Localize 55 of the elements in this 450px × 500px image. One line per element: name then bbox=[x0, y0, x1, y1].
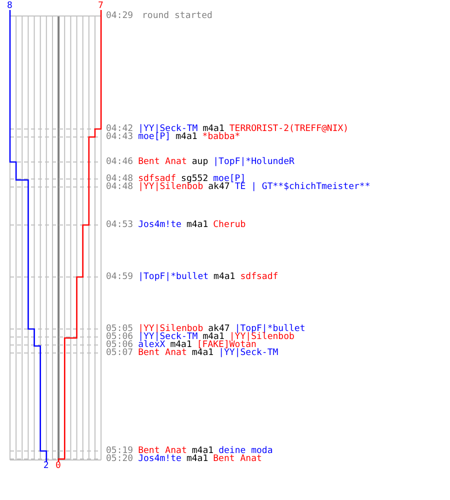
count-label: 7 bbox=[98, 2, 104, 10]
player-name: Jos4m!te bbox=[138, 454, 182, 464]
timestamp: 04:48 bbox=[106, 182, 134, 192]
weapon-name: m4a1 bbox=[192, 348, 214, 358]
weapon-name: m4a1 bbox=[202, 332, 224, 342]
weapon-name: m4a1 bbox=[192, 446, 214, 456]
timestamp: 05:06 bbox=[106, 332, 134, 342]
weapon-name: m4a1 bbox=[176, 132, 198, 142]
player-name: Jos4m!te bbox=[138, 220, 182, 230]
count-label: 8 bbox=[7, 2, 12, 10]
weapon-name: sg552 bbox=[181, 174, 208, 184]
timestamp: 05:05 bbox=[106, 324, 134, 334]
player-name: [FAKE]Wotan bbox=[196, 340, 256, 350]
timestamp: 04:46 bbox=[106, 157, 134, 167]
player-name: deine moda bbox=[218, 446, 273, 456]
player-name: |YY|Seck-TM bbox=[218, 348, 278, 358]
player-name: TE | GT**$chichTmeister** bbox=[234, 182, 370, 192]
weapon-name: ak47 bbox=[208, 182, 230, 192]
timestamp: 04:43 bbox=[106, 132, 134, 142]
player-name: |TopF|*bullet bbox=[234, 324, 306, 334]
timestamp: 05:07 bbox=[106, 348, 134, 358]
timestamp: 05:19 bbox=[106, 446, 134, 456]
weapon-name: m4a1 bbox=[186, 220, 208, 230]
timestamp: 04:48 bbox=[106, 174, 134, 184]
weapon-name: m4a1 bbox=[170, 340, 192, 350]
player-name: |YY|Seck-TM bbox=[138, 332, 198, 342]
player-name: Bent Anat bbox=[138, 157, 187, 167]
player-name: |YY|Silenbob bbox=[138, 182, 204, 192]
player-name: sdfsadf bbox=[240, 272, 278, 282]
timestamp: 04:29 bbox=[106, 12, 134, 20]
player-name: |YY|Seck-TM bbox=[138, 124, 198, 134]
weapon-name: ak47 bbox=[208, 324, 230, 334]
timestamp: 04:42 bbox=[106, 124, 134, 134]
player-name: Bent Anat bbox=[138, 446, 187, 456]
player-name: |YY|Silenbob bbox=[229, 332, 294, 342]
player-name: |TopF|*bullet bbox=[138, 272, 209, 282]
player-name: Cherub bbox=[213, 220, 246, 230]
count-label: 0 bbox=[56, 462, 61, 470]
weapon-name: m4a1 bbox=[186, 454, 208, 464]
player-name: Bent Anat bbox=[213, 454, 262, 464]
player-name: Bent Anat bbox=[138, 348, 187, 358]
timestamp: 04:59 bbox=[106, 272, 134, 282]
timestamp: 05:20 bbox=[106, 454, 134, 464]
player-name: moe[P] bbox=[213, 174, 246, 184]
event-text: round started bbox=[142, 12, 212, 20]
timestamp: 04:53 bbox=[106, 220, 134, 230]
player-name: moe[P] bbox=[138, 132, 171, 142]
player-name: alexX bbox=[138, 340, 166, 350]
weapon-name: aup bbox=[192, 157, 208, 167]
player-name: *babba* bbox=[202, 132, 240, 142]
weapon-name: m4a1 bbox=[214, 272, 236, 282]
player-name: |TopF|*HolundeR bbox=[213, 157, 294, 167]
player-name: TERRORIST-2(TREFF@NIX) bbox=[229, 124, 349, 134]
timestamp: 05:06 bbox=[106, 340, 134, 350]
player-name: |YY|Silenbob bbox=[138, 324, 204, 334]
